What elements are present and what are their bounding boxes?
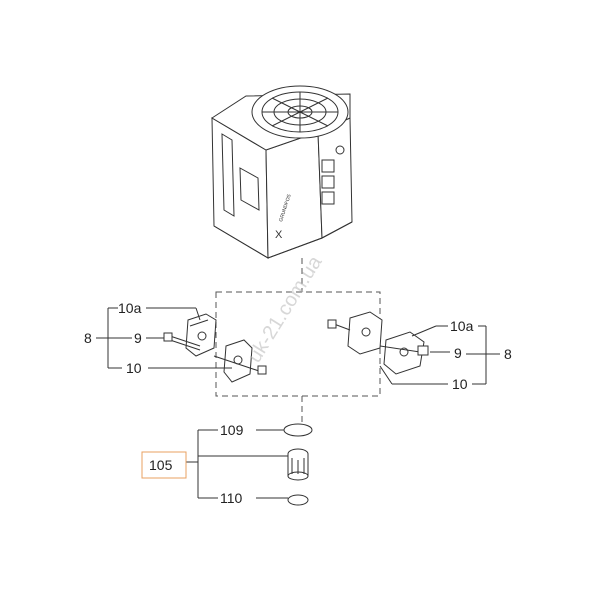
callout-label-8-left: 8 (84, 330, 92, 346)
callout-label-109: 109 (220, 422, 244, 438)
callout-label-9-right: 9 (454, 345, 462, 361)
callout-label-9-left: 9 (134, 330, 142, 346)
insert-part (287, 448, 309, 481)
insert-highlight-box (141, 451, 187, 479)
callout-label-10-right: 10 (452, 376, 468, 392)
callout-label-105: 105 (149, 457, 173, 473)
lower-callouts (186, 429, 288, 499)
oring-top-part (283, 423, 313, 437)
callout-label-10a-right: 10a (450, 318, 474, 334)
callout-label-10a-left: 10a (118, 300, 142, 316)
left-bracket-assembly (163, 313, 267, 383)
watermark-text: uk-21.com.ua (244, 251, 327, 366)
callout-label-10-left: 10 (126, 360, 142, 376)
right-callouts (392, 325, 500, 385)
callout-label-8-right: 8 (504, 346, 512, 362)
callout-label-110: 110 (220, 490, 243, 506)
right-bracket-assembly (327, 311, 429, 385)
motor-housing (211, 85, 353, 259)
motor-logo-text: X (275, 229, 283, 241)
oring-bottom-part (287, 494, 309, 506)
left-callouts (96, 307, 232, 369)
